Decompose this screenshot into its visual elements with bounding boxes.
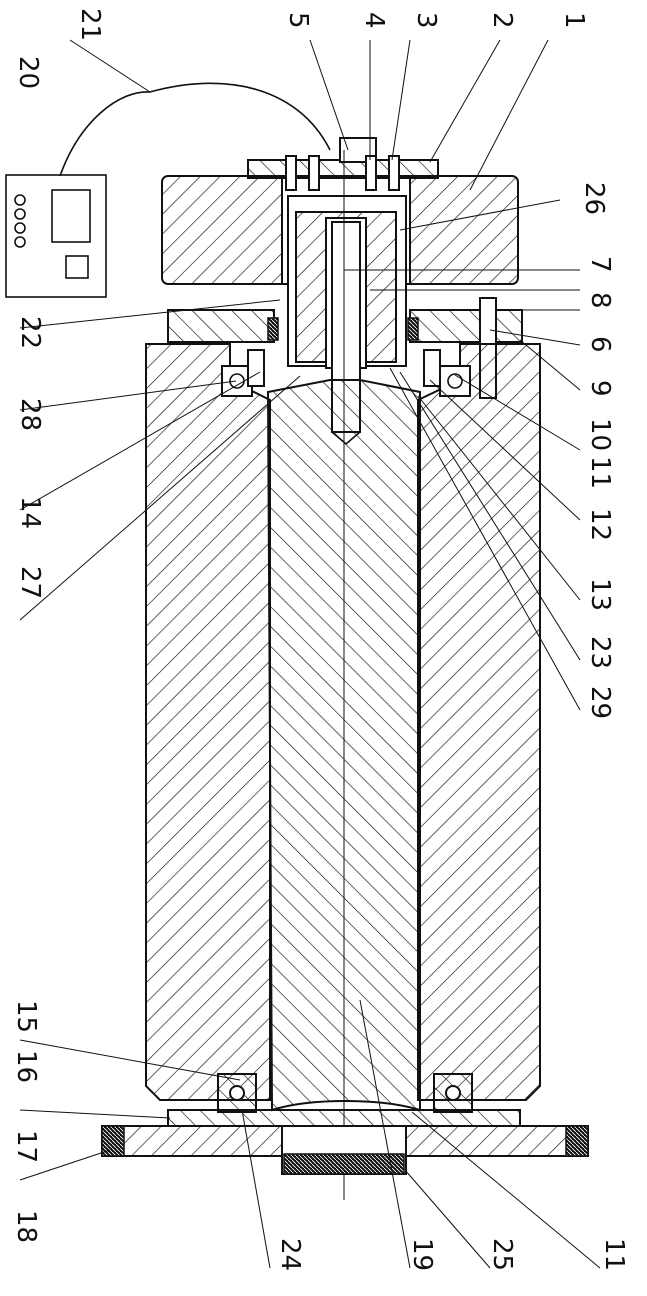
callout-7: 7 bbox=[585, 256, 615, 273]
callout-18: 18 bbox=[11, 1210, 41, 1243]
callout-27: 27 bbox=[15, 566, 45, 599]
callout-11-bottom: 11 bbox=[599, 1238, 629, 1271]
callout-9: 9 bbox=[585, 380, 615, 397]
callout-23: 23 bbox=[585, 636, 615, 669]
controller-box bbox=[6, 175, 106, 297]
callout-28: 28 bbox=[15, 398, 45, 431]
callout-13: 13 bbox=[585, 578, 615, 611]
callout-25: 25 bbox=[487, 1238, 517, 1271]
callout-6: 6 bbox=[585, 336, 615, 353]
bottom-plate bbox=[102, 1110, 588, 1174]
callout-5: 5 bbox=[283, 12, 313, 29]
callout-26: 26 bbox=[579, 182, 609, 215]
callout-2: 2 bbox=[487, 12, 517, 29]
callout-24: 24 bbox=[275, 1238, 305, 1271]
callout-21: 21 bbox=[75, 8, 105, 41]
callout-3: 3 bbox=[411, 12, 441, 29]
callout-4: 4 bbox=[359, 12, 389, 29]
callout-12: 12 bbox=[585, 508, 615, 541]
callout-29: 29 bbox=[585, 686, 615, 719]
callout-14: 14 bbox=[15, 496, 45, 529]
callout-11-top: 11 bbox=[585, 456, 615, 489]
callout-10: 10 bbox=[585, 418, 615, 451]
callout-1: 1 bbox=[559, 12, 589, 29]
callout-16: 16 bbox=[11, 1050, 41, 1083]
callout-22: 22 bbox=[15, 316, 45, 349]
callout-15: 15 bbox=[11, 1000, 41, 1033]
callout-19: 19 bbox=[407, 1238, 437, 1271]
callout-17: 17 bbox=[11, 1130, 41, 1163]
callout-8: 8 bbox=[585, 292, 615, 309]
callout-20: 20 bbox=[13, 56, 43, 89]
